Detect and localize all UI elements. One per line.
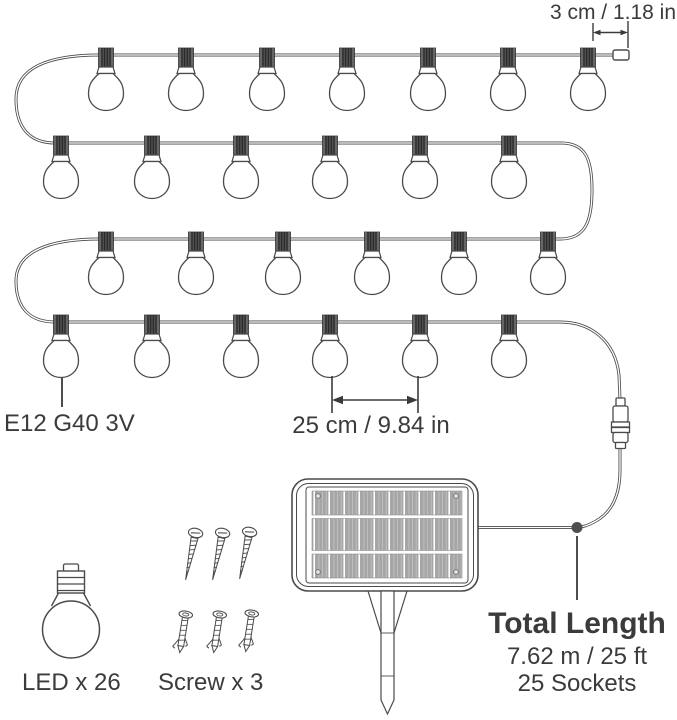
socket-bulb-unit [401, 135, 439, 200]
socket-bulb-unit [490, 135, 528, 200]
socket-bulb-unit [87, 47, 125, 112]
socket-bulb-unit [311, 135, 349, 200]
socket-bulb-unit [489, 47, 527, 112]
socket-bulb-unit [328, 47, 366, 112]
screw-count-label: Screw x 3 [158, 669, 263, 696]
total-length-title: Total Length [488, 607, 666, 640]
socket-bulb-unit [264, 231, 302, 296]
socket-bulb-unit [87, 231, 125, 296]
socket-bulb-unit [222, 135, 260, 200]
socket-bulb-unit [409, 47, 447, 112]
socket-bulb-unit [569, 47, 607, 112]
total-length-value: 7.62 m / 25 ft [507, 643, 647, 670]
socket-bulb-unit [311, 314, 349, 379]
bulb-spec-label: E12 G40 3V [4, 410, 135, 437]
screws-icon [178, 525, 259, 582]
led-bulb-icon [41, 563, 101, 659]
solar-panel [291, 478, 479, 592]
ground-stake [367, 590, 408, 716]
socket-bulb-unit [529, 231, 567, 296]
socket-bulb-unit [177, 231, 215, 296]
socket-bulb-unit [42, 135, 80, 200]
socket-bulb-unit [401, 314, 439, 379]
socket-bulb-unit [222, 314, 260, 379]
wire-measure-dot [571, 522, 583, 533]
plug-connector [610, 397, 631, 450]
total-sockets-value: 25 Sockets [518, 670, 637, 697]
socket-spacing-dimension [331, 376, 419, 413]
socket-bulb-unit [248, 47, 286, 112]
socket-bulb-unit [490, 314, 528, 379]
led-count-label: LED x 26 [22, 669, 121, 696]
string-end-cap [612, 49, 630, 61]
panel-corner-screws [315, 493, 459, 575]
wall-anchors-icon [171, 608, 260, 655]
socket-bulb-unit [42, 314, 80, 379]
solar-cells [311, 490, 463, 579]
end-gap-dimension [592, 21, 629, 48]
socket-bulb-unit [440, 231, 478, 296]
socket-bulb-unit [133, 314, 171, 379]
socket-spacing-label: 25 cm / 9.84 in [292, 412, 449, 439]
socket-bulb-unit [353, 231, 391, 296]
end-gap-label: 3 cm / 1.18 in [550, 1, 676, 24]
socket-bulb-unit [167, 47, 205, 112]
light-bulb-string [42, 47, 607, 379]
socket-bulb-unit [133, 135, 171, 200]
